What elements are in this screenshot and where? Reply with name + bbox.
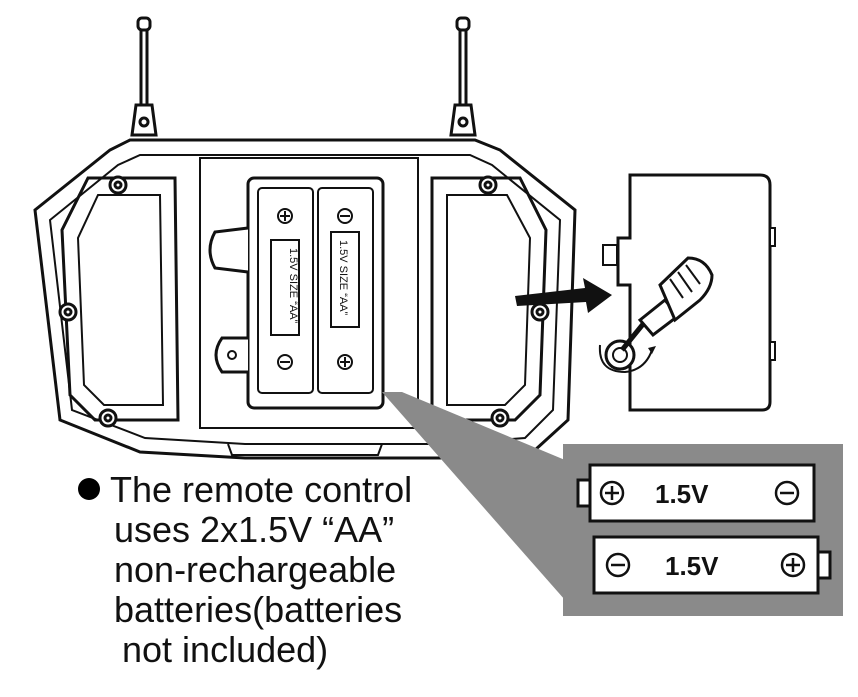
minus-icon bbox=[337, 208, 353, 224]
left-grip-panel-inner bbox=[76, 194, 165, 406]
right-slot-label: 1.5V SIZE “AA” bbox=[337, 240, 349, 316]
battery-top-voltage: 1.5V bbox=[655, 479, 709, 509]
caption-line-3: non-rechargeable bbox=[114, 549, 397, 590]
caption-line-1: The remote control bbox=[78, 470, 498, 510]
battery-top: 1.5V bbox=[576, 463, 816, 523]
antenna-right bbox=[449, 16, 477, 137]
compartment-clip-top bbox=[208, 226, 249, 274]
callout-wedge bbox=[382, 392, 565, 600]
minus-icon bbox=[605, 552, 631, 578]
caption-line-5: not included) bbox=[122, 629, 329, 670]
battery-bottom-voltage: 1.5V bbox=[665, 551, 719, 581]
caption-line-4: batteries(batteries bbox=[114, 589, 403, 630]
battery-compartment bbox=[246, 176, 385, 410]
battery-bay-frame bbox=[199, 157, 419, 429]
plus-icon bbox=[277, 208, 293, 224]
arrow-icon bbox=[515, 278, 612, 313]
caption-text-1: The remote control bbox=[110, 469, 413, 510]
plus-icon bbox=[599, 480, 625, 506]
bottom-rim bbox=[227, 443, 383, 456]
left-slot-label: 1.5V SIZE “AA” bbox=[287, 248, 299, 324]
caption-line-2: uses 2x1.5V “AA” bbox=[114, 509, 395, 550]
compartment-clip-bottom bbox=[214, 336, 248, 374]
battery-caption: The remote control uses 2x1.5V “AA” non-… bbox=[78, 470, 498, 670]
battery-slot-right bbox=[317, 187, 374, 394]
minus-icon bbox=[774, 480, 800, 506]
plus-icon bbox=[337, 354, 353, 370]
antenna-left bbox=[130, 16, 158, 137]
minus-icon bbox=[277, 354, 293, 370]
bullet-icon bbox=[78, 478, 100, 500]
left-grip-panel bbox=[60, 176, 180, 422]
screw-icons bbox=[58, 175, 550, 428]
battery-bottom: 1.5V bbox=[592, 535, 832, 595]
screwdriver-icon bbox=[620, 256, 714, 352]
right-grip-panel-inner bbox=[446, 194, 532, 406]
plus-icon bbox=[780, 552, 806, 578]
battery-slot-left bbox=[257, 187, 314, 394]
